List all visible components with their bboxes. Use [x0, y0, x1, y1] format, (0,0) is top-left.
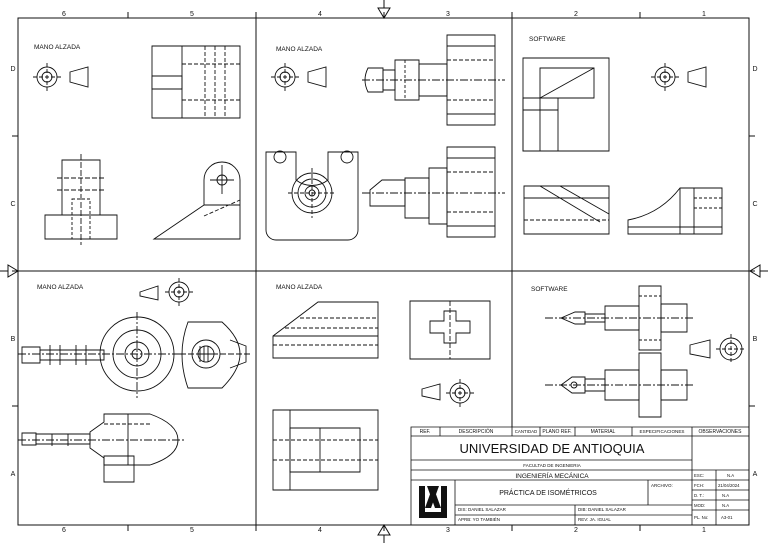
part-5-side-view [273, 410, 378, 490]
approved-by: APRB: YO TAMBIÉN [458, 516, 500, 522]
mod-label: MOD: [694, 503, 705, 508]
projection-symbol-icon [651, 63, 706, 91]
part-4-shaft-view [18, 312, 184, 398]
part-2-side-view [362, 147, 505, 237]
panel-3-drawing [523, 58, 722, 234]
panel-1-label: MANO ALZADA [34, 44, 81, 51]
col-label-5-bottom: 5 [190, 527, 194, 534]
header-material: MATERIAL [591, 429, 616, 435]
archivo-label: ARCHIVO: [651, 483, 673, 488]
panel-4-drawing [18, 278, 252, 482]
part-6-top-view [545, 286, 695, 350]
drawing-title: PRÁCTICA DE ISOMÉTRICOS [499, 488, 597, 497]
part-3-top-view [523, 58, 609, 151]
panel-5-drawing [273, 301, 490, 490]
faculty-name: FACULTAD DE INGENIERIA [523, 463, 581, 468]
col-label-2-bottom: 2 [574, 527, 578, 534]
scale-label: ESC: [694, 473, 704, 478]
col-label-3: 3 [446, 11, 450, 18]
row-label-c: C [10, 201, 15, 208]
header-especificaciones: ESPECIFICACIONES [640, 429, 685, 434]
row-label-a-right: A [753, 471, 758, 478]
panel-6-drawing [545, 286, 746, 417]
date-value: 21/04/2024 [718, 483, 740, 488]
projection-symbol-icon [271, 63, 326, 91]
col-label-5: 5 [190, 11, 194, 18]
panel-5-label: MANO ALZADA [276, 284, 323, 291]
header-plano-ref: PLANO REF. [542, 429, 571, 435]
panel-1-drawing [33, 46, 240, 245]
dt-value: N.A [722, 493, 729, 498]
title-block [411, 427, 749, 525]
sheet-number-value: A3-01 [721, 515, 733, 520]
part-1-front-view [45, 154, 117, 245]
part-1-top-view [152, 46, 240, 118]
part-6-front-view [545, 353, 695, 417]
border-ticks [12, 12, 755, 531]
part-2-front-view [266, 151, 358, 240]
projection-symbol-icon [422, 379, 474, 407]
panel-6-label: SOFTWARE [531, 286, 568, 293]
part-4-side-view [180, 322, 252, 388]
program-name: INGENIERÍA MECÁNICA [515, 471, 589, 480]
drafted-by: DIB: DANIEL SALAZAR [578, 507, 627, 512]
university-name: UNIVERSIDAD DE ANTIOQUIA [460, 441, 645, 456]
scale-value: N.A [727, 473, 734, 478]
panel-2-label: MANO ALZADA [276, 46, 323, 53]
projection-symbol-icon [690, 334, 746, 364]
drawn-by: DIS: DANIEL SALAZAR [458, 507, 507, 512]
col-label-4: 4 [318, 11, 322, 18]
part-2-top-view [362, 35, 505, 125]
part-3-front-view [524, 186, 609, 234]
col-label-2: 2 [574, 11, 578, 18]
university-logo-icon [419, 486, 447, 518]
col-label-3-bottom: 3 [446, 527, 450, 534]
row-label-d: D [10, 66, 15, 73]
part-3-side-view [628, 188, 722, 234]
row-label-d-right: D [752, 66, 757, 73]
row-label-b-right: B [753, 336, 758, 343]
col-label-1: 1 [702, 11, 706, 18]
row-label-b: B [11, 336, 16, 343]
header-observaciones: OBSERVACIONES [699, 429, 743, 435]
mod-value: N.A [722, 503, 729, 508]
col-label-6-bottom: 6 [62, 527, 66, 534]
col-label-1-bottom: 1 [702, 527, 706, 534]
part-5-front-view [410, 301, 490, 359]
row-label-a: A [11, 471, 16, 478]
projection-symbol-icon [140, 278, 193, 306]
part-1-side-view [154, 162, 240, 239]
header-ref: REF. [420, 429, 431, 435]
dt-label: D. T.: [694, 493, 704, 498]
part-5-top-view [273, 302, 378, 358]
sheet-number-label: PL. No: [694, 515, 708, 520]
header-cantidad: CANTIDAD [515, 429, 537, 434]
row-label-c-right: C [752, 201, 757, 208]
panel-2-drawing [266, 35, 505, 240]
date-label: FCH: [694, 483, 704, 488]
projection-symbol-icon [33, 63, 88, 91]
col-label-4-bottom: 4 [318, 527, 322, 534]
revised-by: REV: JA. IGUAL [578, 517, 611, 522]
panel-3-label: SOFTWARE [529, 36, 566, 43]
panel-4-label: MANO ALZADA [37, 284, 84, 291]
header-descripcion: DESCRIPCIÓN [459, 428, 494, 435]
col-label-6: 6 [62, 11, 66, 18]
part-4-bottom-view [18, 414, 184, 482]
